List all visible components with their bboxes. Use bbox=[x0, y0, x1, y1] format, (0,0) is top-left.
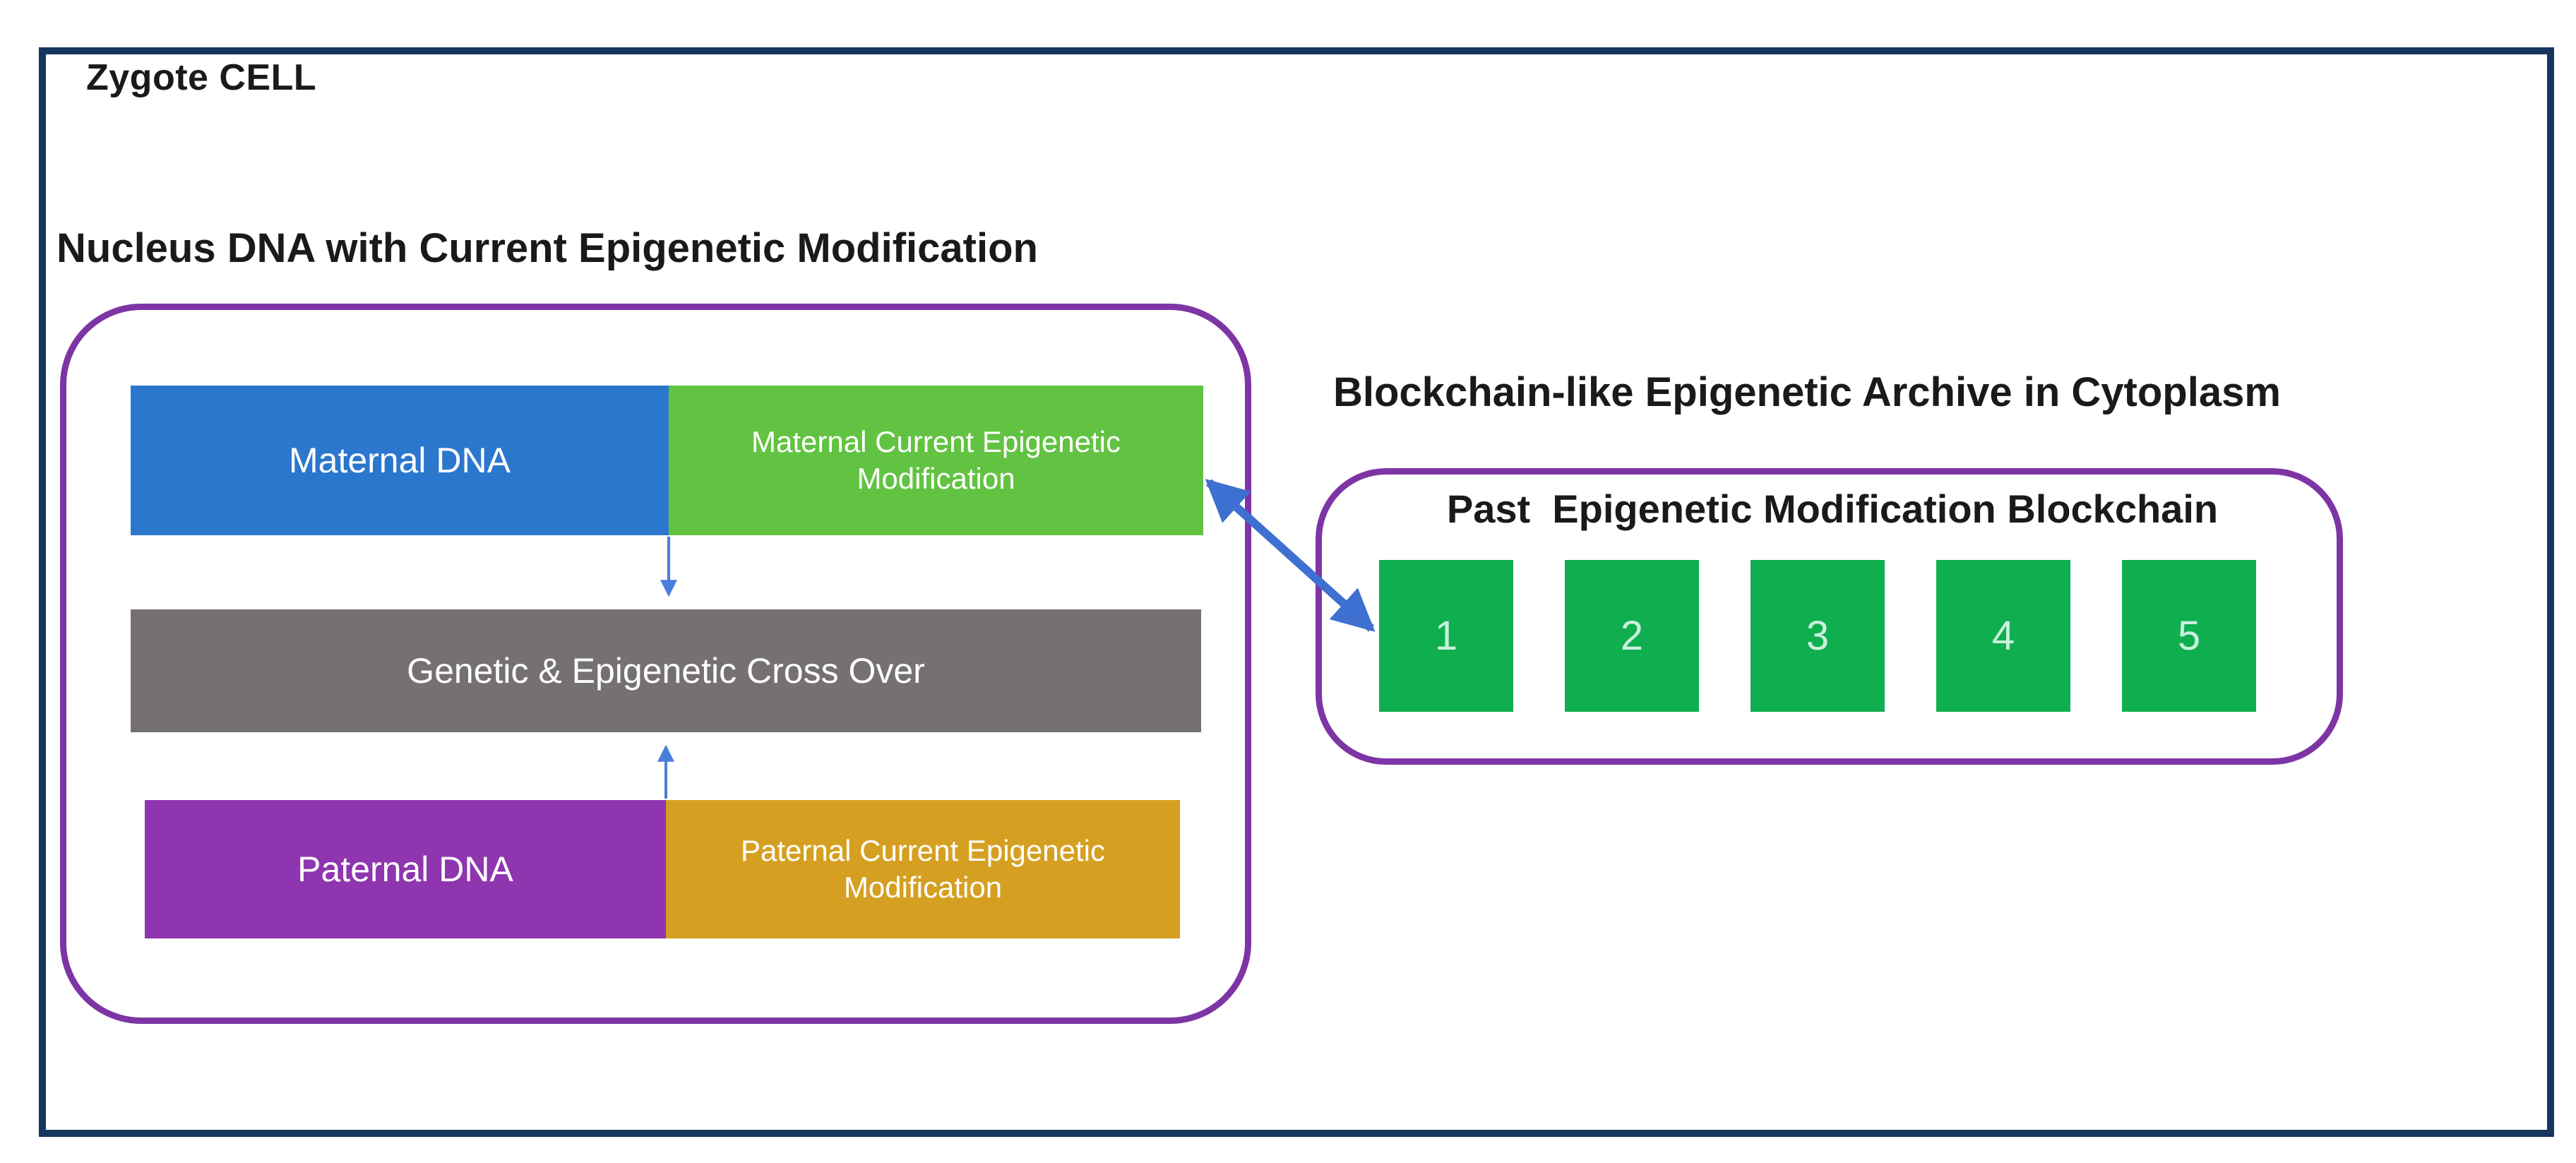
paternal-epigenetic-label: Paternal Current Epigenetic Modification bbox=[741, 833, 1105, 905]
archive-block-number: 5 bbox=[2177, 613, 2201, 659]
archive-block-number: 3 bbox=[1806, 613, 1830, 659]
archive-block: 3 bbox=[1751, 560, 1885, 712]
crossover-box: Genetic & Epigenetic Cross Over bbox=[131, 609, 1201, 732]
paternal-dna-box: Paternal DNA bbox=[145, 800, 666, 938]
maternal-dna-label: Maternal DNA bbox=[289, 440, 511, 480]
maternal-dna-box: Maternal DNA bbox=[131, 386, 669, 535]
archive-block-number: 2 bbox=[1620, 613, 1644, 659]
paternal-epigenetic-box: Paternal Current Epigenetic Modification bbox=[666, 800, 1180, 938]
archive-heading: Blockchain-like Epigenetic Archive in Cy… bbox=[1333, 369, 2281, 415]
archive-block-number: 1 bbox=[1434, 613, 1458, 659]
maternal-epigenetic-box: Maternal Current Epigenetic Modification bbox=[669, 386, 1203, 535]
archive-block: 1 bbox=[1379, 560, 1513, 712]
nucleus-heading: Nucleus DNA with Current Epigenetic Modi… bbox=[56, 225, 1038, 271]
past-blockchain-label: Past Epigenetic Modification Blockchain bbox=[1446, 487, 2219, 531]
archive-block: 2 bbox=[1565, 560, 1699, 712]
crossover-label: Genetic & Epigenetic Cross Over bbox=[407, 650, 925, 691]
maternal-epigenetic-label: Maternal Current Epigenetic Modification bbox=[751, 424, 1121, 496]
archive-block: 5 bbox=[2122, 560, 2256, 712]
nucleus-container bbox=[60, 304, 1251, 1024]
zygote-cell-title: Zygote CELL bbox=[86, 57, 317, 98]
archive-block: 4 bbox=[1936, 560, 2070, 712]
paternal-dna-label: Paternal DNA bbox=[297, 849, 513, 889]
archive-block-number: 4 bbox=[1991, 613, 2015, 659]
